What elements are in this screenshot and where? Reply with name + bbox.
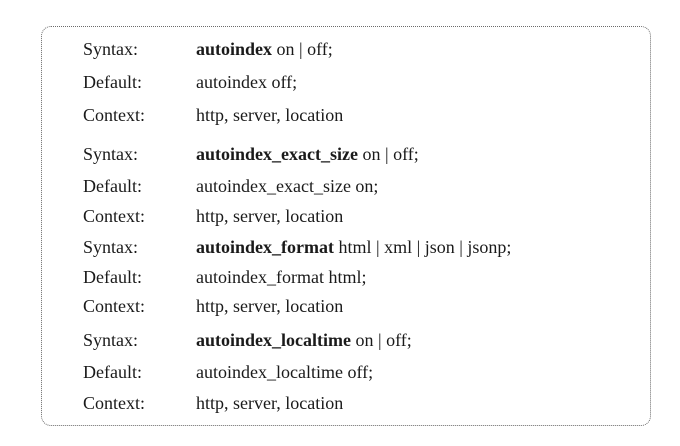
syntax-label: Syntax: [83, 39, 139, 59]
default-value: autoindex_exact_size on; [196, 176, 379, 196]
context-value: http, server, location [196, 206, 344, 226]
default-value: autoindex_format html; [196, 267, 367, 287]
directive-name: autoindex_localtime [196, 330, 351, 350]
context-label: Context: [83, 296, 145, 316]
syntax-label: Syntax: [83, 237, 139, 257]
syntax-args: html | xml | json | jsonp; [334, 237, 512, 257]
directive-reference-box [41, 26, 651, 426]
syntax-value: autoindex on | off; [196, 36, 333, 62]
context-label: Context: [83, 105, 145, 125]
context-value: http, server, location [196, 296, 344, 316]
syntax-value: autoindex_exact_size on | off; [196, 141, 419, 167]
context-label: Context: [83, 393, 145, 413]
default-label: Default: [83, 267, 142, 287]
syntax-value: autoindex_format html | xml | json | jso… [196, 234, 511, 260]
default-label: Default: [83, 176, 142, 196]
directive-name: autoindex_exact_size [196, 144, 358, 164]
default-value: autoindex off; [196, 72, 298, 92]
syntax-args: on | off; [357, 144, 419, 164]
syntax-args: on | off; [272, 39, 333, 59]
context-label: Context: [83, 206, 145, 226]
default-label: Default: [83, 362, 142, 382]
default-value: autoindex_localtime off; [196, 362, 374, 382]
default-label: Default: [83, 72, 142, 92]
syntax-args: on | off; [351, 330, 412, 350]
directive-name: autoindex_format [196, 237, 334, 257]
syntax-label: Syntax: [83, 330, 139, 350]
context-value: http, server, location [196, 393, 344, 413]
directive-name: autoindex [196, 39, 273, 59]
syntax-value: autoindex_localtime on | off; [196, 327, 412, 353]
context-value: http, server, location [196, 105, 344, 125]
syntax-label: Syntax: [83, 144, 139, 164]
